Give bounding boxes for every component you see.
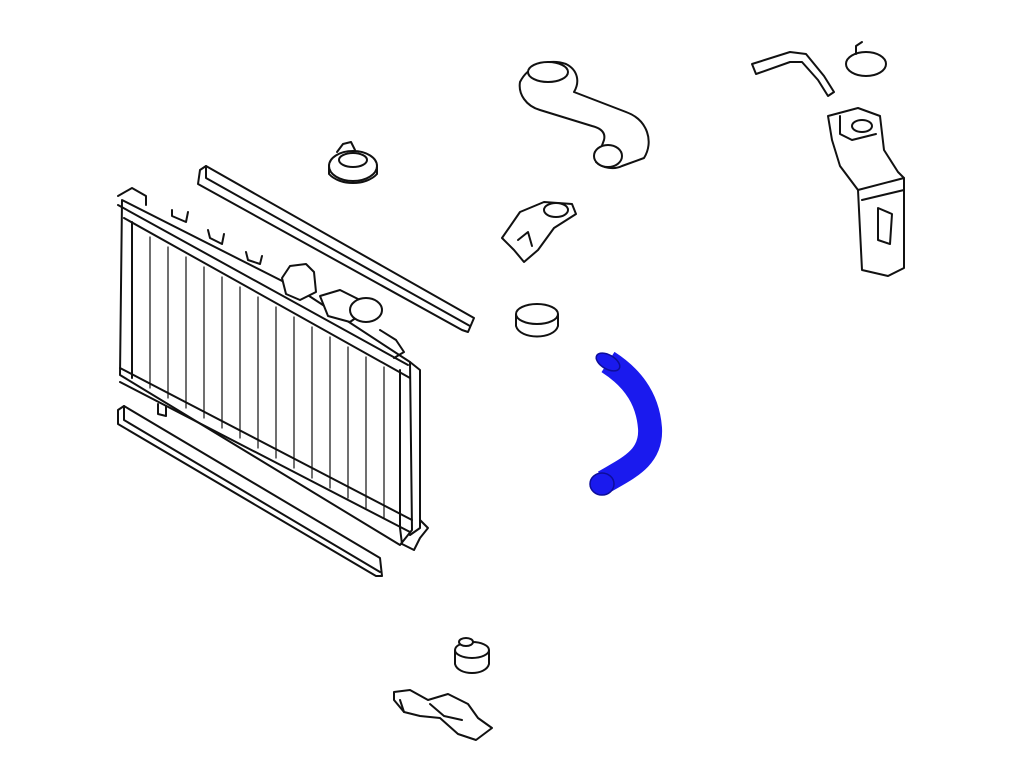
upper-rubber-seal[interactable] [197, 165, 475, 333]
lower-radiator-hose-highlighted[interactable] [589, 349, 663, 496]
upper-radiator-hose[interactable] [518, 61, 650, 170]
coolant-reservoir-tank[interactable] [827, 107, 905, 277]
lower-rubber-seal[interactable] [117, 405, 383, 577]
upper-mount-cushion[interactable] [515, 303, 559, 338]
lower-mount-cushion[interactable] [454, 637, 490, 674]
radiator-core-fins [149, 236, 385, 519]
reservoir-cap[interactable] [845, 41, 887, 77]
radiator-cap[interactable] [328, 141, 378, 184]
overflow-hose[interactable] [751, 51, 835, 97]
radiator[interactable] [117, 187, 429, 551]
upper-mount-bracket[interactable] [501, 201, 577, 263]
lower-mount-bracket[interactable] [393, 689, 493, 741]
